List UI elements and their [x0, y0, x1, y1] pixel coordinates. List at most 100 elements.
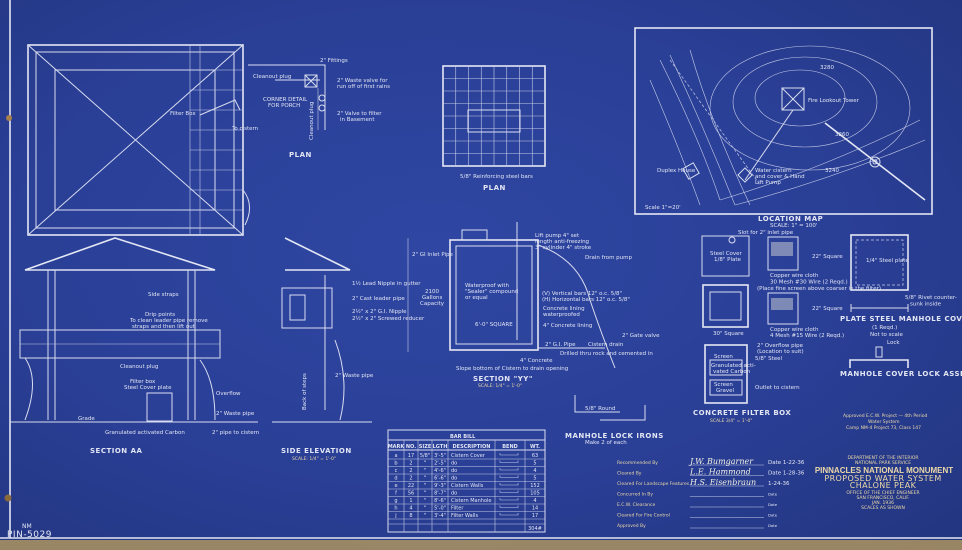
bend-diagram: [499, 483, 519, 486]
label-steel-cover-filter: Steel Cover: [710, 251, 743, 257]
title-date: JAN. 1936: [871, 500, 894, 506]
manhole-cover-drawing: 1/4" Steel plate 5/8" Rivet counter- sun…: [840, 234, 962, 378]
label-capacity: 2100: [425, 289, 439, 295]
label-steel-plate: 1/4" Steel plate: [866, 258, 909, 264]
bend-diagram: [499, 490, 519, 493]
bend-diagram: [499, 453, 519, 456]
bar-bill-cell: 2: [409, 476, 412, 482]
label-cleanout-plug-2: Cleanout plug: [309, 102, 315, 140]
bar-bill-cell: 5'-0": [434, 506, 446, 512]
bar-bill-cell: ": [424, 498, 426, 504]
label-copper-mesh-2: 4 Mesh #15 Wire (2 Reqd.): [770, 333, 844, 339]
approval-date: Date: [768, 513, 778, 518]
label-waterproof-2: "Sealer" compound: [465, 289, 518, 295]
label-reinforcing: 5/8" Reinforcing steel bars: [460, 174, 533, 180]
bar-bill-cell: 2: [409, 468, 412, 474]
label-contour: 3260: [835, 132, 849, 138]
bar-bill-cell: 56: [408, 491, 414, 497]
bar-bill-cell: c: [395, 468, 398, 474]
label-outlet: Outlet to cistern: [755, 385, 800, 391]
bar-bill-cell: 4: [533, 468, 536, 474]
label-nipple: 2½" x 2" G.I. Nipple: [352, 308, 407, 315]
approval-label: E.C.W. Clearance: [617, 502, 655, 508]
label-concrete-filter-box: CONCRETE FILTER BOX: [693, 409, 791, 417]
filter-box-drawing: Slot for 2" inlet pipe Steel Cover 1/8" …: [693, 230, 881, 424]
label-filter-box-scale: SCALE 3/4" = 1'-0": [710, 418, 752, 424]
approval-date: Date: [768, 523, 778, 528]
stain: [6, 115, 12, 121]
approval-date: Date 1-28-36: [768, 471, 805, 477]
label-cistern-note: Water cistern: [755, 168, 792, 174]
label-for-porch: FOR PORCH: [268, 103, 300, 109]
section-yy-drawing: Lift pump 4" set length anti-freezing 3"…: [407, 222, 660, 389]
label-capacity-3: Capacity: [420, 301, 445, 307]
bar-bill-cell: Cistern Walls: [451, 483, 484, 489]
label-to-cistern: To cistern: [231, 126, 259, 132]
label-22-square: 22" Square: [812, 254, 843, 260]
label-concrete-lining: 4" Concrete lining: [543, 323, 592, 329]
bar-bill-header: WT.: [530, 444, 540, 450]
bar-bill-cell: do: [451, 461, 457, 467]
label-corner-detail: CORNER DETAIL: [263, 97, 308, 103]
label-steel: 5/8" Steel: [755, 356, 783, 362]
bar-bill-cell: 5/8": [420, 453, 430, 459]
title-subtitle: PROPOSED WATER SYSTEM: [824, 474, 941, 483]
drawing-number-prefix: NM: [22, 523, 32, 530]
approval-row: Cleared For Fire Control Date: [617, 513, 778, 519]
bar-bill-cell: Cistern Cover: [451, 453, 486, 459]
label-plan-cistern: PLAN: [483, 184, 506, 192]
bar-bill-cell: do: [451, 491, 457, 497]
label-lift-pump: Lift pump 4" set: [535, 233, 580, 239]
label-lock-assembly: MANHOLE COVER LOCK ASSEMBLY: [840, 370, 962, 378]
approval-date: 1-24-36: [768, 481, 790, 487]
bar-bill-cell: ": [424, 491, 426, 497]
bar-bill-cell: e: [394, 483, 397, 489]
project-note: Approved E.C.W. Project — 4th Period Wat…: [843, 413, 927, 431]
bar-bill-cell: ": [424, 461, 426, 467]
label-not-to-scale: Not to scale: [870, 332, 903, 338]
label-location-map: LOCATION MAP: [758, 215, 823, 223]
stain: [4, 494, 12, 502]
label-valve-filter: 2" Valve to filter: [337, 111, 382, 117]
signature: H.S. Eisenbraun: [689, 478, 756, 487]
label-gi-pipe: 2" G.I. Pipe: [545, 342, 576, 348]
bar-bill-cell: 152: [530, 483, 540, 489]
bar-bill-cell: 14: [532, 506, 538, 512]
label-horizontal-bars: (H) Horizontal bars 12" o.c. 5/8": [542, 297, 630, 303]
signature: L.E. Hammond: [689, 468, 751, 477]
bar-bill-cell: ": [424, 513, 426, 519]
roof-plan-drawing: Filter Box To cistern: [27, 44, 259, 236]
bar-bill-cell: 3'-4": [434, 513, 446, 519]
label-slot: Slot for 2" inlet pipe: [738, 230, 794, 236]
label-vertical-bars: (V) Vertical bars 12" o.c. 5/8": [542, 291, 622, 297]
label-lift-pump-3: 3" cylinder 4" stroke: [535, 245, 592, 251]
label-overflow-pipe: 2" Overflow pipe: [757, 343, 804, 349]
label-side-straps: Side straps: [148, 292, 179, 298]
bar-bill-cell: 9'-3": [434, 483, 446, 489]
approval-label: Cleared For Fire Control: [617, 513, 670, 519]
label-round: 5/8" Round: [585, 406, 616, 412]
approval-label: Concurred In By: [617, 492, 653, 498]
label-gravel: Gravel: [716, 388, 735, 394]
label-inlet-pipe: 2" GI Inlet Pipe: [412, 252, 454, 258]
bend-diagram: [499, 505, 519, 508]
cistern-plan-drawing: 5/8" Reinforcing steel bars PLAN: [442, 65, 546, 192]
bend-diagram: [499, 468, 519, 471]
label-carbon-filter-2: vated Carbon: [713, 369, 751, 375]
label-capacity-2: Gallons: [422, 295, 443, 301]
label-section-yy: SECTION "YY": [473, 375, 533, 383]
bar-bill-cell: g: [394, 498, 397, 504]
label-section-yy-scale: SCALE: 1/4" = 1'-0": [478, 383, 522, 389]
side-elevation-drawing: 1½ Lead Nipple in gutter 2" Cast leader …: [272, 237, 425, 462]
